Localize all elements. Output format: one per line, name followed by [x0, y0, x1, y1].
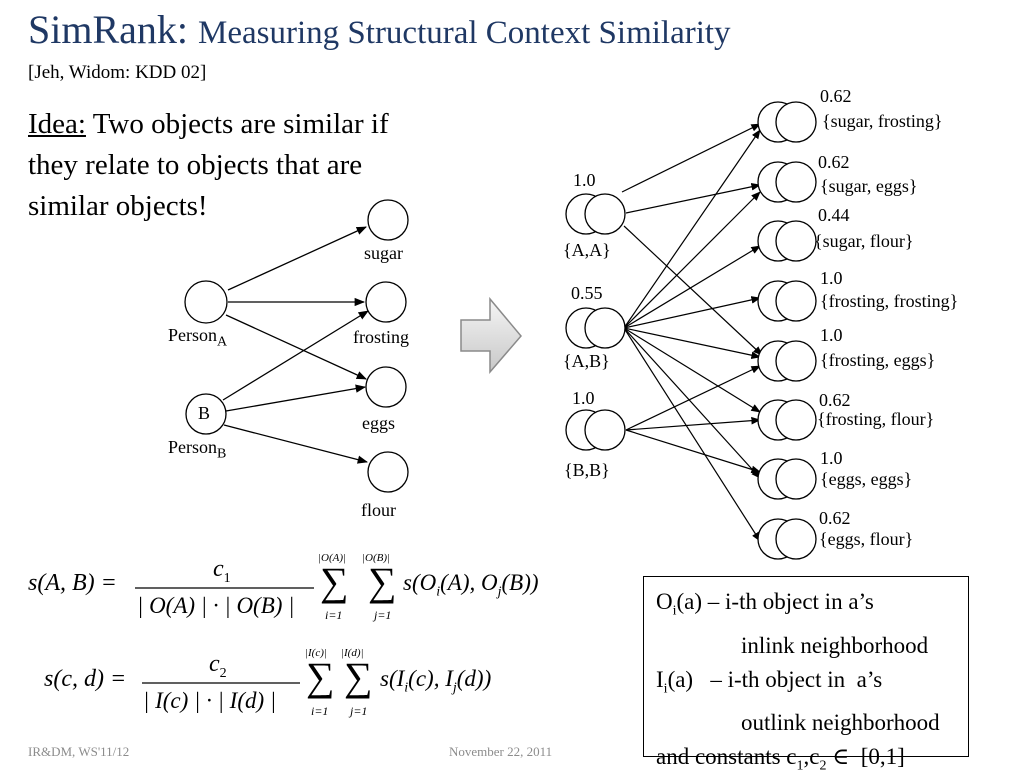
- edge-a-sugar: [227, 226, 367, 291]
- label-frosting-eggs: {frosting, eggs}: [820, 350, 936, 370]
- label-ab: {A,B}: [563, 351, 610, 371]
- slide-title: SimRank: Measuring Structural Context Si…: [28, 6, 731, 53]
- legend-line-5: and constants c1,c2 ∈ [0,1]: [656, 744, 905, 774]
- formula-1-sum1-bottom: i=1: [325, 608, 343, 622]
- legend-box: Oi(a) – i-th object in a’s inlink neighb…: [643, 576, 969, 774]
- simrank-diagram: [135, 101, 817, 684]
- formula-1-sum2-top: |O(B)|: [362, 552, 391, 564]
- score-sugar-flour: 0.44: [818, 205, 850, 225]
- node-person-b: [185, 393, 227, 435]
- formula-1-rhs: s(Oi(A), Oj(B)): [403, 570, 539, 600]
- label-eggs-eggs: {eggs, eggs}: [820, 469, 913, 489]
- legend-line-3: Ii(a) – i-th object in a’s: [656, 666, 883, 697]
- formula-2-rhs: s(Ii(c), Ij(d)): [380, 666, 492, 696]
- edge-b-eggs: [225, 384, 367, 412]
- score-bb: 1.0: [572, 388, 595, 408]
- node-sugar: [367, 199, 409, 241]
- label-frosting-frosting: {frosting, frosting}: [820, 291, 959, 311]
- label-frosting: frosting: [353, 327, 409, 347]
- label-bb: {B,B}: [564, 460, 610, 480]
- label-flour: flour: [361, 500, 396, 520]
- label-sugar-flour: {sugar, flour}: [814, 231, 914, 251]
- formula-2-sum1-top: |I(c)|: [305, 647, 327, 659]
- reference: [Jeh, Widom: KDD 02]: [28, 62, 207, 83]
- label-sugar-frosting: {sugar, frosting}: [822, 111, 943, 131]
- formula-2-sum1-bottom: i=1: [311, 704, 329, 718]
- legend-line-2: inlink neighborhood: [741, 632, 929, 658]
- formula-1-sigma2: ∑: [368, 559, 397, 604]
- score-aa: 1.0: [573, 170, 596, 190]
- label-sugar-eggs: {sugar, eggs}: [820, 176, 918, 196]
- edge-a-eggs: [225, 314, 367, 380]
- footer-date: November 22, 2011: [449, 744, 553, 759]
- formula-1-numerator: c1: [213, 556, 231, 586]
- node-person-a: [184, 280, 228, 324]
- node-person-b-letter: B: [198, 403, 211, 423]
- score-ab: 0.55: [571, 283, 603, 303]
- label-frosting-flour: {frosting, flour}: [817, 409, 935, 429]
- formula-1-sigma1: ∑: [320, 559, 349, 604]
- node-eggs: [365, 366, 407, 408]
- idea-body: Two objects are similar if they relate t…: [28, 108, 389, 222]
- label-aa: {A,A}: [563, 240, 611, 260]
- formula-2-denominator: | I(c) | · | I(d) |: [143, 688, 277, 713]
- footer-course: IR&DM, WS'11/12: [28, 744, 130, 759]
- label-sugar: sugar: [364, 243, 403, 263]
- transform-arrow: [460, 296, 522, 375]
- score-eggs-flour: 0.62: [819, 508, 851, 528]
- title-subtitle: Measuring Structural Context Similarity: [198, 15, 731, 51]
- score-sugar-frosting: 0.62: [820, 86, 852, 106]
- score-sugar-eggs: 0.62: [818, 152, 850, 172]
- pair-graph-left-nodes: [565, 193, 626, 451]
- formula-1-sum1-top: |O(A)|: [318, 552, 347, 564]
- formula-1-sum2-bottom: j=1: [374, 608, 392, 622]
- edge-b-flour: [223, 424, 369, 464]
- label-eggs: eggs: [362, 413, 395, 433]
- formula-1-lhs: s(A, B) =: [28, 570, 117, 596]
- legend-line-1: Oi(a) – i-th object in a’s: [656, 589, 874, 619]
- node-frosting: [365, 281, 407, 323]
- node-flour: [367, 451, 409, 493]
- bipartite-edges: [222, 226, 369, 464]
- formula-2-sum2-top: |I(d)|: [341, 647, 364, 659]
- formula-2-sigma2: ∑: [344, 654, 373, 699]
- score-frosting-eggs: 1.0: [820, 325, 843, 345]
- label-person-b: PersonB: [168, 437, 227, 462]
- pair-graph-right-nodes: [757, 101, 817, 560]
- score-eggs-eggs: 1.0: [820, 448, 843, 468]
- label-eggs-flour: {eggs, flour}: [819, 529, 914, 549]
- legend-line-4: outlink neighborhood: [741, 710, 940, 736]
- idea-label: Idea:: [28, 108, 86, 140]
- idea-text: Idea: Two objects are similar if they re…: [28, 104, 428, 227]
- label-person-a: PersonA: [168, 325, 228, 350]
- pair-graph-edges: [621, 123, 763, 542]
- score-frosting-flour: 0.62: [819, 390, 851, 410]
- formula-2-sum2-bottom: j=1: [350, 704, 368, 718]
- formula-2-numerator: c2: [209, 651, 227, 681]
- formula-2-sigma1: ∑: [306, 654, 335, 699]
- edge-b-frosting: [222, 310, 369, 401]
- formula-2-lhs: s(c, d) =: [44, 666, 127, 692]
- score-frosting-frosting: 1.0: [820, 268, 843, 288]
- title-main: SimRank:: [28, 7, 189, 52]
- formula-1-denominator: | O(A) | · | O(B) |: [137, 593, 295, 618]
